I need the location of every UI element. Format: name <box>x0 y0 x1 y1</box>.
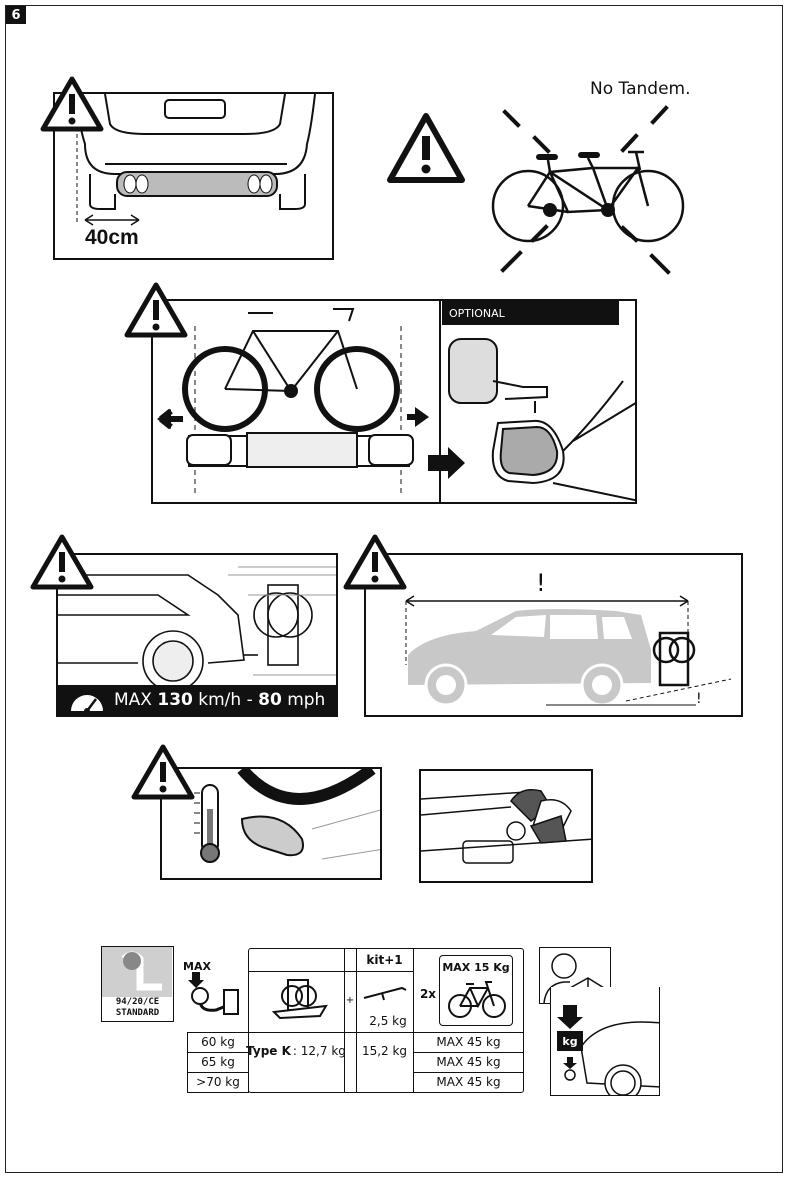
kg-label: kg <box>562 1035 578 1048</box>
optional-label: OPTIONAL <box>449 307 505 320</box>
kit-part-icon <box>363 986 407 1001</box>
distance-label: 40cm <box>85 226 139 249</box>
bike-max-label: MAX 15 Kg <box>442 960 510 974</box>
type-weight: : 12,7 kg <box>292 1044 346 1058</box>
max-ball-label: MAX <box>183 960 211 973</box>
mph-unit: mph <box>287 690 326 710</box>
kit-weight: 2,5 kg <box>369 1014 407 1028</box>
car-rear-illustration <box>74 94 316 226</box>
speedometer-icon <box>71 695 103 713</box>
bicycle-icon <box>448 981 506 1018</box>
warning-triangle-icon <box>124 282 188 338</box>
towbar-norm-icon <box>102 947 172 997</box>
length-warning-mark: ! <box>536 569 546 597</box>
max-load-row: MAX 45 kg <box>436 1055 501 1069</box>
spec-table <box>248 948 524 1093</box>
bike-rack-icon <box>271 979 328 1020</box>
max-speed-bar: MAX 130 km/h - 80 mph <box>58 685 336 715</box>
type-weight-cell: Type K: 12,7 kg <box>246 1033 346 1069</box>
temperature-panel <box>160 767 382 880</box>
ball-load-row: 65 kg <box>201 1055 235 1069</box>
tandem-bike-illustration <box>491 105 685 275</box>
thermometer-illustration <box>194 769 380 863</box>
vehicle-length-panel: ! ! <box>364 553 743 717</box>
bike-max-box: MAX 15 Kg <box>439 955 513 1026</box>
warning-triangle-icon <box>40 76 104 132</box>
rack-with-bike-illustration <box>157 301 635 502</box>
warning-triangle-icon <box>343 534 407 590</box>
max-load-row: MAX 45 kg <box>436 1035 501 1049</box>
page-frame <box>5 5 783 1173</box>
clearance-warning-mark: ! <box>696 691 702 707</box>
warning-triangle-icon <box>387 113 465 183</box>
norm-badge-line1: 94/20/CE <box>115 997 160 1007</box>
times-label: 2x <box>419 987 437 1001</box>
page-number: 6 <box>6 6 26 24</box>
towball-icon <box>188 972 239 1015</box>
towball-cleaning-illustration <box>421 789 591 864</box>
norm-badge-line2: STANDARD <box>115 1008 160 1018</box>
warning-triangle-icon <box>30 534 94 590</box>
total-weight-cell: 15,2 kg <box>361 1044 408 1058</box>
no-tandem-caption: No Tandem. <box>590 79 691 99</box>
plus-sign: + <box>345 994 355 1006</box>
kg-load-panel: kg <box>550 987 660 1096</box>
ball-load-row: >70 kg <box>196 1075 240 1089</box>
car-with-rack-illustration <box>58 566 336 692</box>
type-label: Type K <box>246 1044 291 1058</box>
mph-value: 80 <box>258 690 282 710</box>
bumper-panel: 40cm <box>53 92 334 260</box>
max-load-row: MAX 45 kg <box>436 1075 501 1089</box>
ball-load-row: 60 kg <box>201 1035 235 1049</box>
speed-panel: MAX 130 km/h - 80 mph <box>56 553 338 717</box>
kmh-value: 130 <box>157 690 193 710</box>
kit-header: kit+1 <box>366 953 403 967</box>
norm-badge: 94/20/CE STANDARD <box>101 946 174 1022</box>
ball-load-column <box>187 1032 249 1093</box>
kmh-unit: km/h - <box>198 690 253 710</box>
warning-triangle-icon <box>131 744 195 800</box>
towball-cleaning-panel <box>419 769 593 883</box>
car-length-illustration <box>405 595 732 707</box>
max-label: MAX <box>114 690 152 710</box>
kg-load-illustration <box>557 1005 659 1095</box>
rack-mirror-panel: OPTIONAL <box>151 299 637 504</box>
